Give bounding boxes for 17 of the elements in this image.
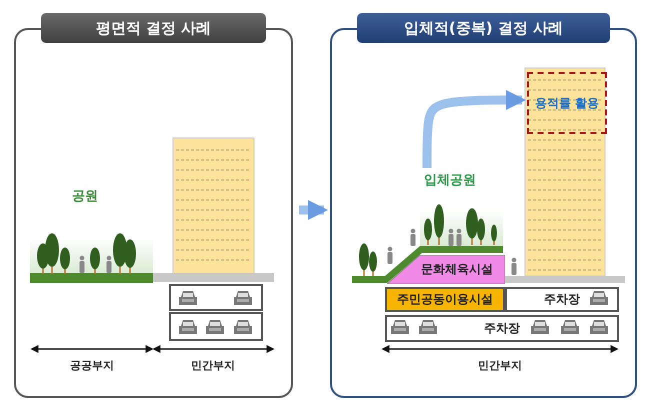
panel-title: 입체적(중복) 결정 사례	[357, 13, 610, 43]
parking-label: 주차장	[484, 320, 520, 337]
arrow	[299, 200, 328, 220]
area-label: 민간부지	[191, 358, 235, 373]
park-label: 공원	[72, 188, 98, 205]
parking-level	[505, 287, 619, 312]
park-label: 입체공원	[424, 172, 476, 189]
facility-label: 문화체육시설	[421, 261, 493, 278]
highlight-label: 용적률 활용	[534, 94, 600, 112]
area-label: 민간부지	[478, 358, 522, 373]
facility-box	[385, 287, 505, 312]
arrow	[422, 90, 526, 168]
facility-label: 주민공동이용시설	[397, 291, 493, 308]
area-label: 공공부지	[70, 358, 114, 373]
parking-level	[385, 315, 619, 342]
parking-label: 주차장	[544, 291, 580, 308]
panel-title: 평면적 결정 사례	[41, 13, 266, 43]
